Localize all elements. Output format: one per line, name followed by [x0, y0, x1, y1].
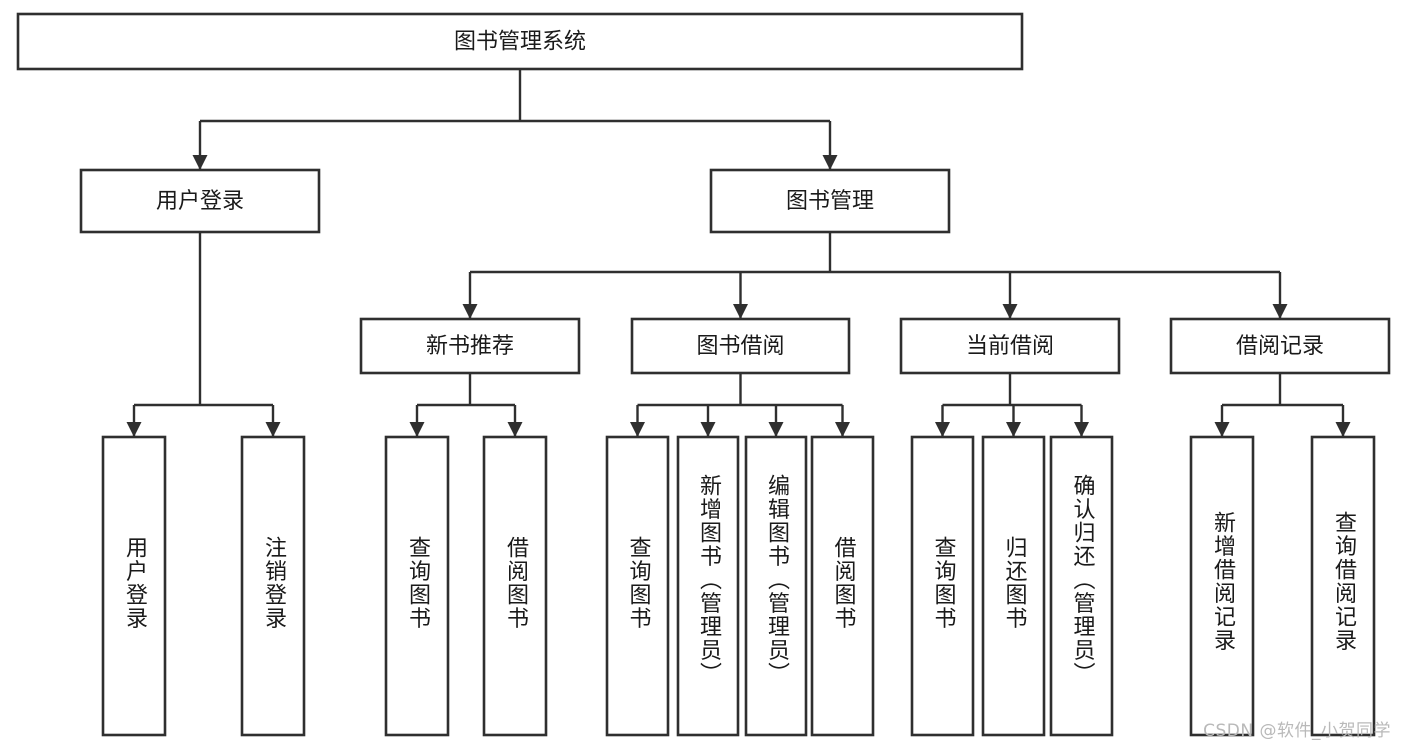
arrow-head-icon — [700, 422, 716, 437]
arrow-head-icon — [409, 422, 425, 437]
node-user-login[interactable] — [79, 168, 321, 234]
node-leaf-rec-query-record[interactable] — [1310, 435, 1376, 737]
arrow-head-icon — [768, 422, 784, 437]
node-current-borrow[interactable] — [899, 317, 1121, 375]
node-leaf-user-logout[interactable] — [240, 435, 306, 737]
node-leaf-user-login[interactable] — [101, 435, 167, 737]
arrow-head-icon — [192, 155, 208, 170]
node-book-manage[interactable] — [709, 168, 951, 234]
arrow-head-icon — [1272, 304, 1288, 319]
node-borrow-record[interactable] — [1169, 317, 1391, 375]
arrow-head-icon — [265, 422, 281, 437]
arrow-head-icon — [1214, 422, 1230, 437]
node-leaf-cur-confirm-return[interactable] — [1049, 435, 1114, 737]
arrow-head-icon — [507, 422, 523, 437]
node-leaf-borrow-query-book[interactable] — [605, 435, 670, 737]
arrow-head-icon — [1006, 422, 1021, 437]
node-book-borrow[interactable] — [630, 317, 851, 375]
node-label-root: 图书管理系统 — [454, 30, 586, 55]
arrow-head-icon — [1335, 422, 1351, 437]
node-label-book-borrow: 图书借阅 — [696, 334, 784, 359]
arrow-head-icon — [462, 304, 478, 319]
node-label-user-login: 用户登录 — [156, 189, 244, 214]
node-leaf-cur-return-book[interactable] — [981, 435, 1046, 737]
node-label-borrow-record: 借阅记录 — [1236, 334, 1324, 359]
arrow-head-icon — [1074, 422, 1089, 437]
node-leaf-cur-query-book[interactable] — [910, 435, 975, 737]
connector-layer — [126, 69, 1351, 437]
arrow-head-icon — [733, 304, 748, 319]
node-label-new-book-rec: 新书推荐 — [426, 334, 514, 359]
node-leaf-rec-add-record[interactable] — [1189, 435, 1255, 737]
node-root[interactable] — [16, 12, 1024, 71]
node-leaf-borrow-borrow-book[interactable] — [810, 435, 875, 737]
arrow-head-icon — [835, 422, 850, 437]
arrow-head-icon — [630, 422, 645, 437]
node-label-current-borrow: 当前借阅 — [966, 334, 1054, 359]
arrow-head-icon — [126, 422, 142, 437]
node-leaf-rec-borrow-book[interactable] — [482, 435, 548, 737]
node-leaf-borrow-edit-book[interactable] — [744, 435, 808, 737]
node-leaf-rec-query-book[interactable] — [384, 435, 450, 737]
node-label-book-manage: 图书管理 — [786, 189, 874, 214]
arrow-head-icon — [935, 422, 950, 437]
arrow-head-icon — [822, 155, 838, 170]
node-leaf-borrow-add-book[interactable] — [676, 435, 740, 737]
arrow-head-icon — [1002, 304, 1018, 319]
node-new-book-rec[interactable] — [359, 317, 581, 375]
node-layer — [16, 12, 1391, 737]
